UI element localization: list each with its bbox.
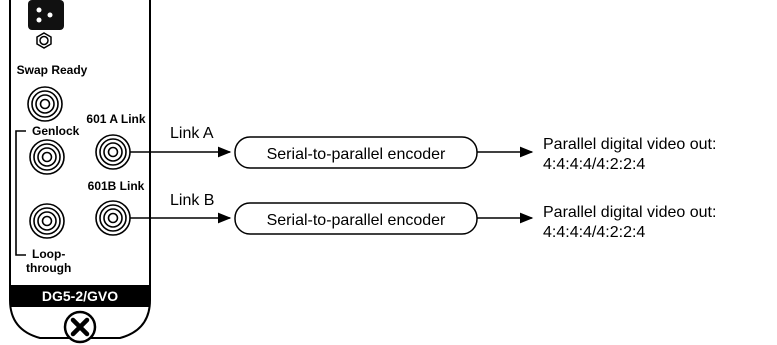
close-x-icon[interactable] bbox=[63, 310, 97, 344]
link-b-connector-label: 601B Link bbox=[88, 179, 145, 193]
link-b-label: Link B bbox=[170, 192, 214, 209]
link-a-output-line2: 4:4:4:4/4:2:2:4 bbox=[543, 156, 645, 173]
link-b-encoder-label: Serial-to-parallel encoder bbox=[267, 212, 446, 229]
loop-through-label-1: Loop- bbox=[32, 247, 65, 261]
link-a-encoder-label: Serial-to-parallel encoder bbox=[267, 146, 446, 163]
bnc-connector-icon[interactable] bbox=[29, 203, 65, 239]
status-indicator-icon bbox=[28, 0, 64, 30]
link-a-connector-label: 601 A Link bbox=[86, 112, 145, 126]
link-b-output-line2: 4:4:4:4/4:2:2:4 bbox=[543, 224, 645, 241]
led-icon bbox=[36, 32, 52, 49]
bnc-connector-icon[interactable] bbox=[95, 134, 131, 170]
bnc-connector-icon[interactable] bbox=[95, 200, 131, 236]
link-b-output-line1: Parallel digital video out: bbox=[543, 204, 716, 221]
loop-through-label-2: through bbox=[26, 261, 71, 275]
link-a-output-line1: Parallel digital video out: bbox=[543, 136, 716, 153]
bnc-connector-icon[interactable] bbox=[27, 86, 63, 122]
model-label: DG5-2/GVO bbox=[42, 288, 118, 304]
swap-ready-label: Swap Ready bbox=[17, 63, 88, 77]
model-band bbox=[10, 285, 150, 307]
genlock-label: Genlock bbox=[32, 124, 80, 138]
link-a-label: Link A bbox=[170, 125, 214, 142]
bnc-connector-icon[interactable] bbox=[29, 139, 65, 175]
